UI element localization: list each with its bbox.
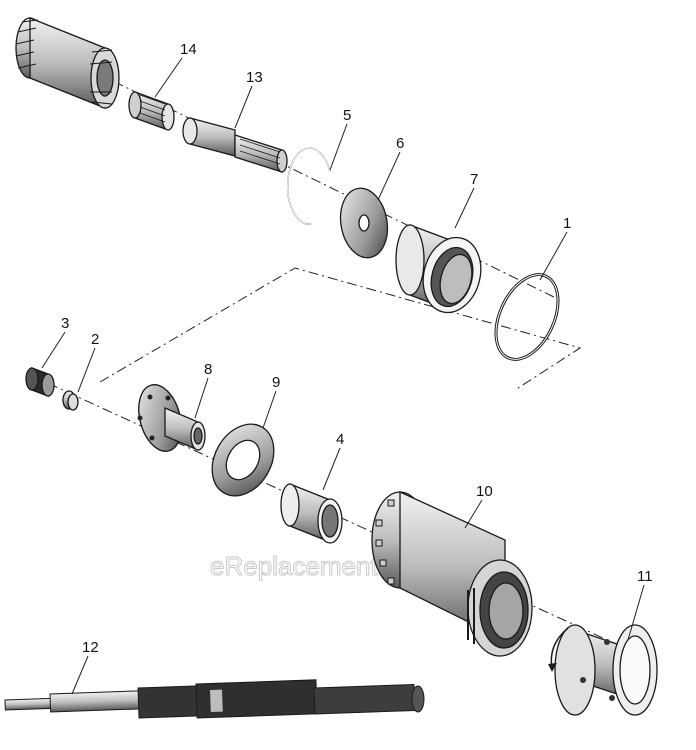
bushing-part-2: [62, 390, 79, 411]
callout-7: 7: [470, 171, 478, 188]
callout-4: 4: [336, 431, 344, 448]
leader-12: [71, 655, 89, 695]
callout-3: 3: [61, 315, 69, 332]
leader-13: [234, 85, 253, 129]
o-ring-part-1: [494, 273, 560, 361]
washer-part-6: [339, 187, 389, 259]
callout-5: 5: [343, 107, 351, 124]
retaining-ring-part-5: [286, 147, 331, 225]
leader-6: [377, 151, 401, 201]
callout-14: 14: [180, 41, 197, 58]
leader-11: [627, 584, 645, 641]
tool-assembly-part-12: [4, 679, 425, 719]
leader-14: [154, 57, 183, 98]
leader-10: [464, 499, 483, 529]
spindle-part-13: [182, 117, 288, 173]
callout-9: 9: [272, 374, 280, 391]
callout-10: 10: [476, 483, 493, 500]
leader-7: [454, 187, 475, 229]
leader-9: [262, 390, 277, 429]
callout-2: 2: [91, 331, 99, 348]
housing-part-10: [371, 490, 533, 657]
leader-5: [329, 123, 348, 171]
callout-11: 11: [637, 568, 653, 585]
callout-13: 13: [246, 69, 263, 86]
bearing-part-3: [25, 367, 55, 397]
callout-1: 1: [563, 215, 571, 232]
leader-3: [41, 331, 66, 369]
flat-washer-part-9: [211, 423, 275, 497]
leader-8: [194, 377, 209, 419]
collar-part-11: [548, 624, 658, 716]
callout-12: 12: [82, 639, 99, 656]
leader-4: [322, 447, 341, 491]
callout-8: 8: [204, 361, 212, 378]
callout-6: 6: [396, 135, 404, 152]
leader-1: [539, 231, 568, 281]
leader-2: [77, 347, 96, 393]
group-boundary-line: [99, 267, 582, 391]
bearing-part-4: [280, 483, 343, 544]
spline-gear-part-14: [128, 91, 175, 131]
flange-hub-part-8: [137, 384, 206, 452]
gear-housing-part: [15, 17, 120, 109]
sleeve-part-7: [395, 224, 482, 314]
